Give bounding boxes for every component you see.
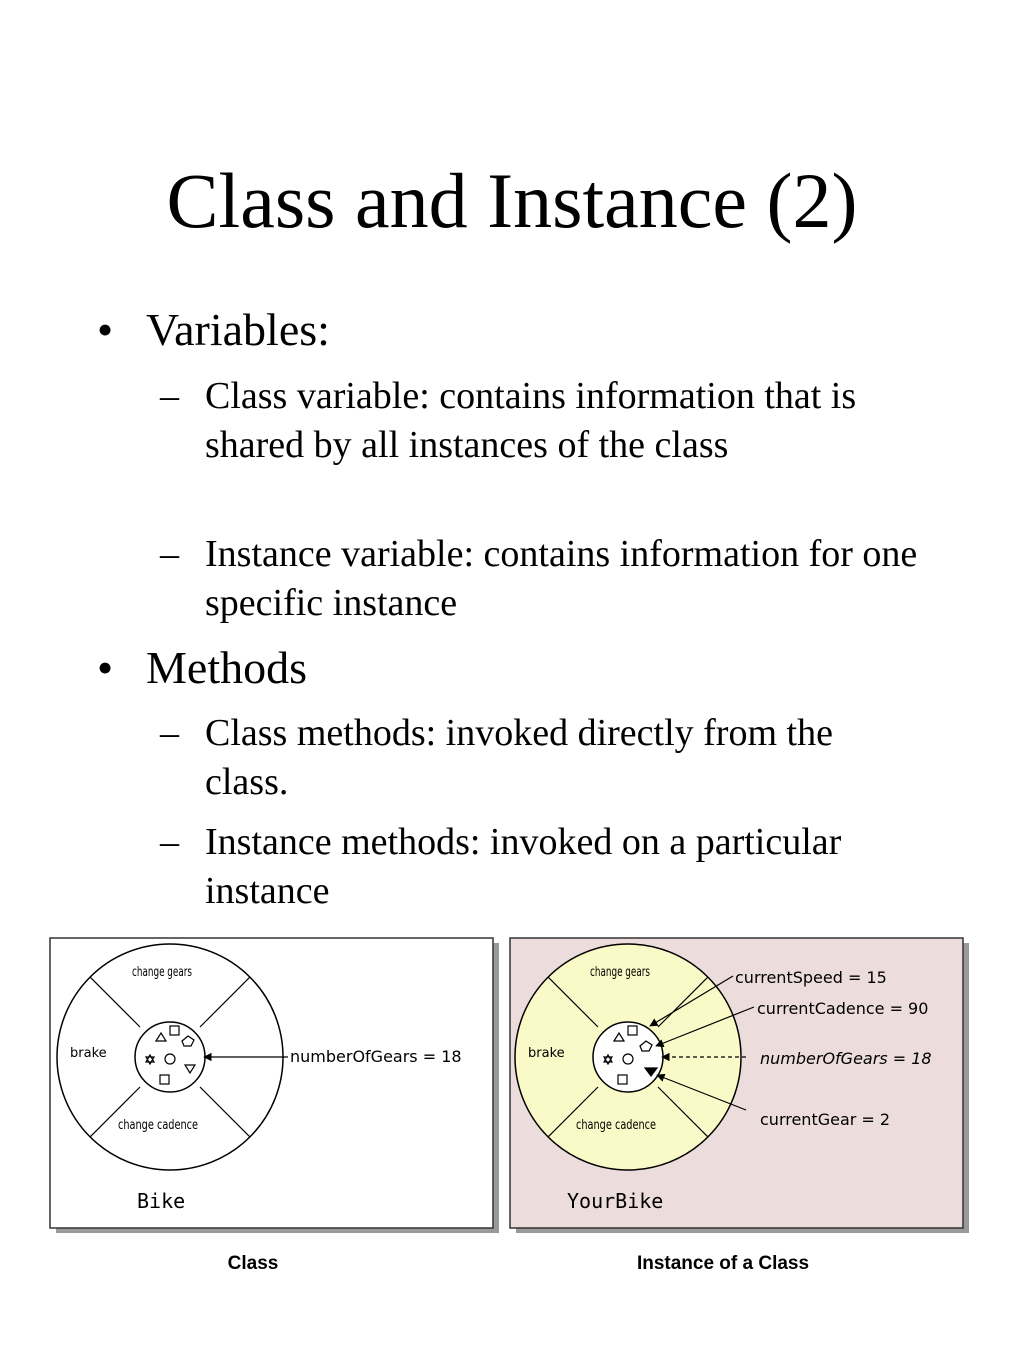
bullet-label: Methods	[146, 642, 307, 693]
instance-variable-current-gear: currentGear = 2	[760, 1110, 890, 1129]
hub-shapes	[144, 1025, 197, 1085]
instance-caption: Instance of a Class	[637, 1253, 809, 1274]
sub-bullet-dash: –	[160, 712, 179, 754]
sub-bullet-text: Class variable: contains information tha…	[205, 375, 857, 466]
instance-wheel: change gears brake change cadence	[514, 943, 742, 1171]
variable-arrow	[649, 975, 734, 1027]
segment-left-label: brake	[528, 1046, 565, 1061]
instance-variable-current-cadence: currentCadence = 90	[757, 999, 928, 1018]
sub-bullet-dash: –	[160, 821, 179, 863]
bullet-dot: •	[97, 304, 114, 355]
hub-shapes	[602, 1025, 659, 1085]
segment-bottom-label: change cadence	[576, 1118, 656, 1133]
instance-name-label: YourBike	[567, 1189, 663, 1213]
bullet-label: Variables:	[146, 304, 330, 355]
bullet-dot: •	[97, 642, 114, 693]
instance-variable-current-speed: currentSpeed = 15	[735, 968, 887, 987]
segment-label: change gears	[132, 965, 192, 980]
sub-bullet-text: Instance variable: contains information …	[205, 533, 918, 624]
sub-bullet-text: Class methods: invoked directly from the…	[205, 712, 833, 803]
class-name-label: Bike	[137, 1189, 185, 1213]
variable-arrow	[656, 1073, 747, 1111]
sub-bullet-dash: –	[160, 375, 179, 417]
segment-bottom-label: change cadence	[118, 1118, 198, 1133]
segment-left-label: brake	[70, 1046, 107, 1061]
sub-bullet-text: Instance methods: invoked on a particula…	[205, 821, 842, 912]
instance-panel: change gears brake change cadence curren…	[509, 937, 969, 1274]
class-panel: change gears brake change cadence number…	[49, 937, 499, 1274]
slide-title: Class and Instance (2)	[166, 157, 858, 244]
class-instance-figure: change gears brake change cadence number…	[0, 930, 1024, 1290]
variable-arrow	[655, 1006, 755, 1048]
instance-variable-number-of-gears: numberOfGears = 18	[760, 1049, 932, 1068]
bike-diagram: change gears brake change cadence number…	[49, 937, 969, 1274]
class-variable-label: numberOfGears = 18	[290, 1047, 462, 1066]
segment-top-label: change gears	[132, 965, 192, 980]
class-caption: Class	[228, 1253, 279, 1274]
segment-top-label: change gears	[590, 965, 650, 980]
panel-frame	[49, 937, 494, 1229]
sub-bullet-dash: –	[160, 533, 179, 575]
